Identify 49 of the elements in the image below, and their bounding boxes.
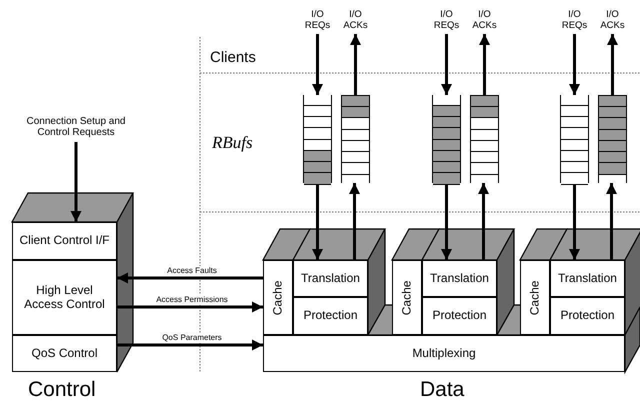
layer-box: Translation	[422, 260, 497, 297]
arrow	[569, 183, 580, 260]
arrow	[606, 183, 617, 260]
layer-box: Client Control I/F	[12, 222, 117, 260]
layer-box: Protection	[293, 297, 368, 335]
cache-layer: Cache	[520, 260, 550, 335]
cache-layer: Cache	[392, 260, 422, 335]
ring-buffer	[560, 95, 589, 183]
arrow	[350, 34, 361, 95]
io-label: I/O ACKs	[469, 8, 500, 34]
ring-buffer	[341, 95, 370, 183]
layer-box: Multiplexing	[263, 335, 625, 372]
edge-label: Access Faults	[165, 266, 219, 276]
io-label: I/O REQs	[431, 8, 462, 34]
arrow	[70, 142, 82, 222]
layer-box: Translation	[550, 260, 625, 297]
ring-buffer	[598, 95, 627, 183]
arrow	[607, 34, 618, 95]
arrow	[349, 183, 360, 260]
io-label: I/O REQs	[302, 8, 333, 34]
layer-box: Protection	[422, 297, 497, 335]
arrow	[441, 34, 452, 95]
ring-buffer	[432, 95, 461, 183]
region-label: Control	[28, 378, 96, 402]
region-label: Clients	[210, 49, 256, 66]
arrow	[117, 272, 263, 284]
arrow	[312, 183, 323, 260]
arrow	[312, 34, 323, 95]
io-label: I/O REQs	[559, 8, 590, 34]
arrow	[441, 183, 452, 260]
arrow	[478, 183, 489, 260]
io-label: I/O ACKs	[597, 8, 628, 34]
arrow	[117, 340, 263, 350]
layer-box: QoS Control	[12, 335, 117, 372]
ring-buffer	[470, 95, 499, 183]
cache-layer: Cache	[263, 260, 293, 335]
edge-label: Access Permissions	[154, 295, 230, 305]
layer-box: Protection	[550, 297, 625, 335]
arrow	[569, 34, 580, 95]
layer-box: High Level Access Control	[12, 260, 117, 335]
annotation-text: Connection Setup and Control Requests	[11, 112, 141, 142]
io-label: I/O ACKs	[340, 8, 371, 34]
ring-buffer	[303, 95, 332, 183]
layer-box: Translation	[293, 260, 368, 297]
edge-label: QoS Parameters	[160, 333, 224, 343]
arrow	[479, 34, 490, 95]
arrow	[117, 302, 263, 312]
section-label: RBufs	[212, 133, 253, 153]
region-label: Data	[420, 378, 464, 402]
